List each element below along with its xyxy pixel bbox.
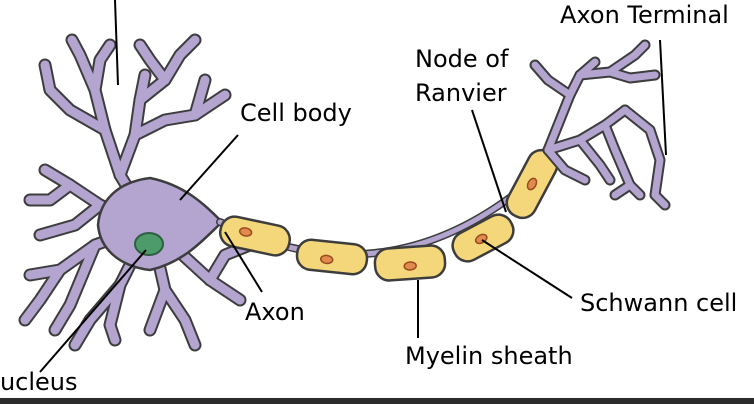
- terminal-leader-line: [659, 39, 667, 156]
- label-node-of-ranvier-1: Node of: [415, 45, 509, 73]
- cell-nucleus: [134, 232, 164, 256]
- cell-body-leader-line: [179, 134, 239, 201]
- label-myelin-sheath: Myelin sheath: [405, 342, 573, 370]
- label-cell-body: Cell body: [240, 99, 352, 127]
- label-node-of-ranvier-2: Ranvier: [415, 79, 507, 107]
- axon-terminals: [529, 39, 671, 211]
- label-schwann-cell: Schwann cell: [580, 289, 737, 317]
- label-nucleus: Nucleus: [0, 368, 78, 396]
- label-axon: Axon: [245, 298, 305, 326]
- dendrite-leader-line: [114, 0, 119, 86]
- schwann-leader-line: [481, 239, 573, 299]
- myelin-sheath-segments: [219, 148, 559, 282]
- nucleus-leader-line: [39, 249, 147, 373]
- axon-leader-line: [224, 231, 263, 293]
- bottom-border: [0, 398, 754, 404]
- cell-body: [96, 176, 224, 272]
- label-axon-terminal: Axon Terminal: [560, 1, 729, 29]
- schwann-cell-2: [295, 238, 369, 276]
- leader-lines: [39, 0, 667, 373]
- schwann-cell-3: [373, 244, 447, 282]
- schwann-cell-1: [219, 215, 291, 257]
- ranvier-leader-line: [471, 109, 507, 213]
- schwann-cell-4: [451, 213, 515, 263]
